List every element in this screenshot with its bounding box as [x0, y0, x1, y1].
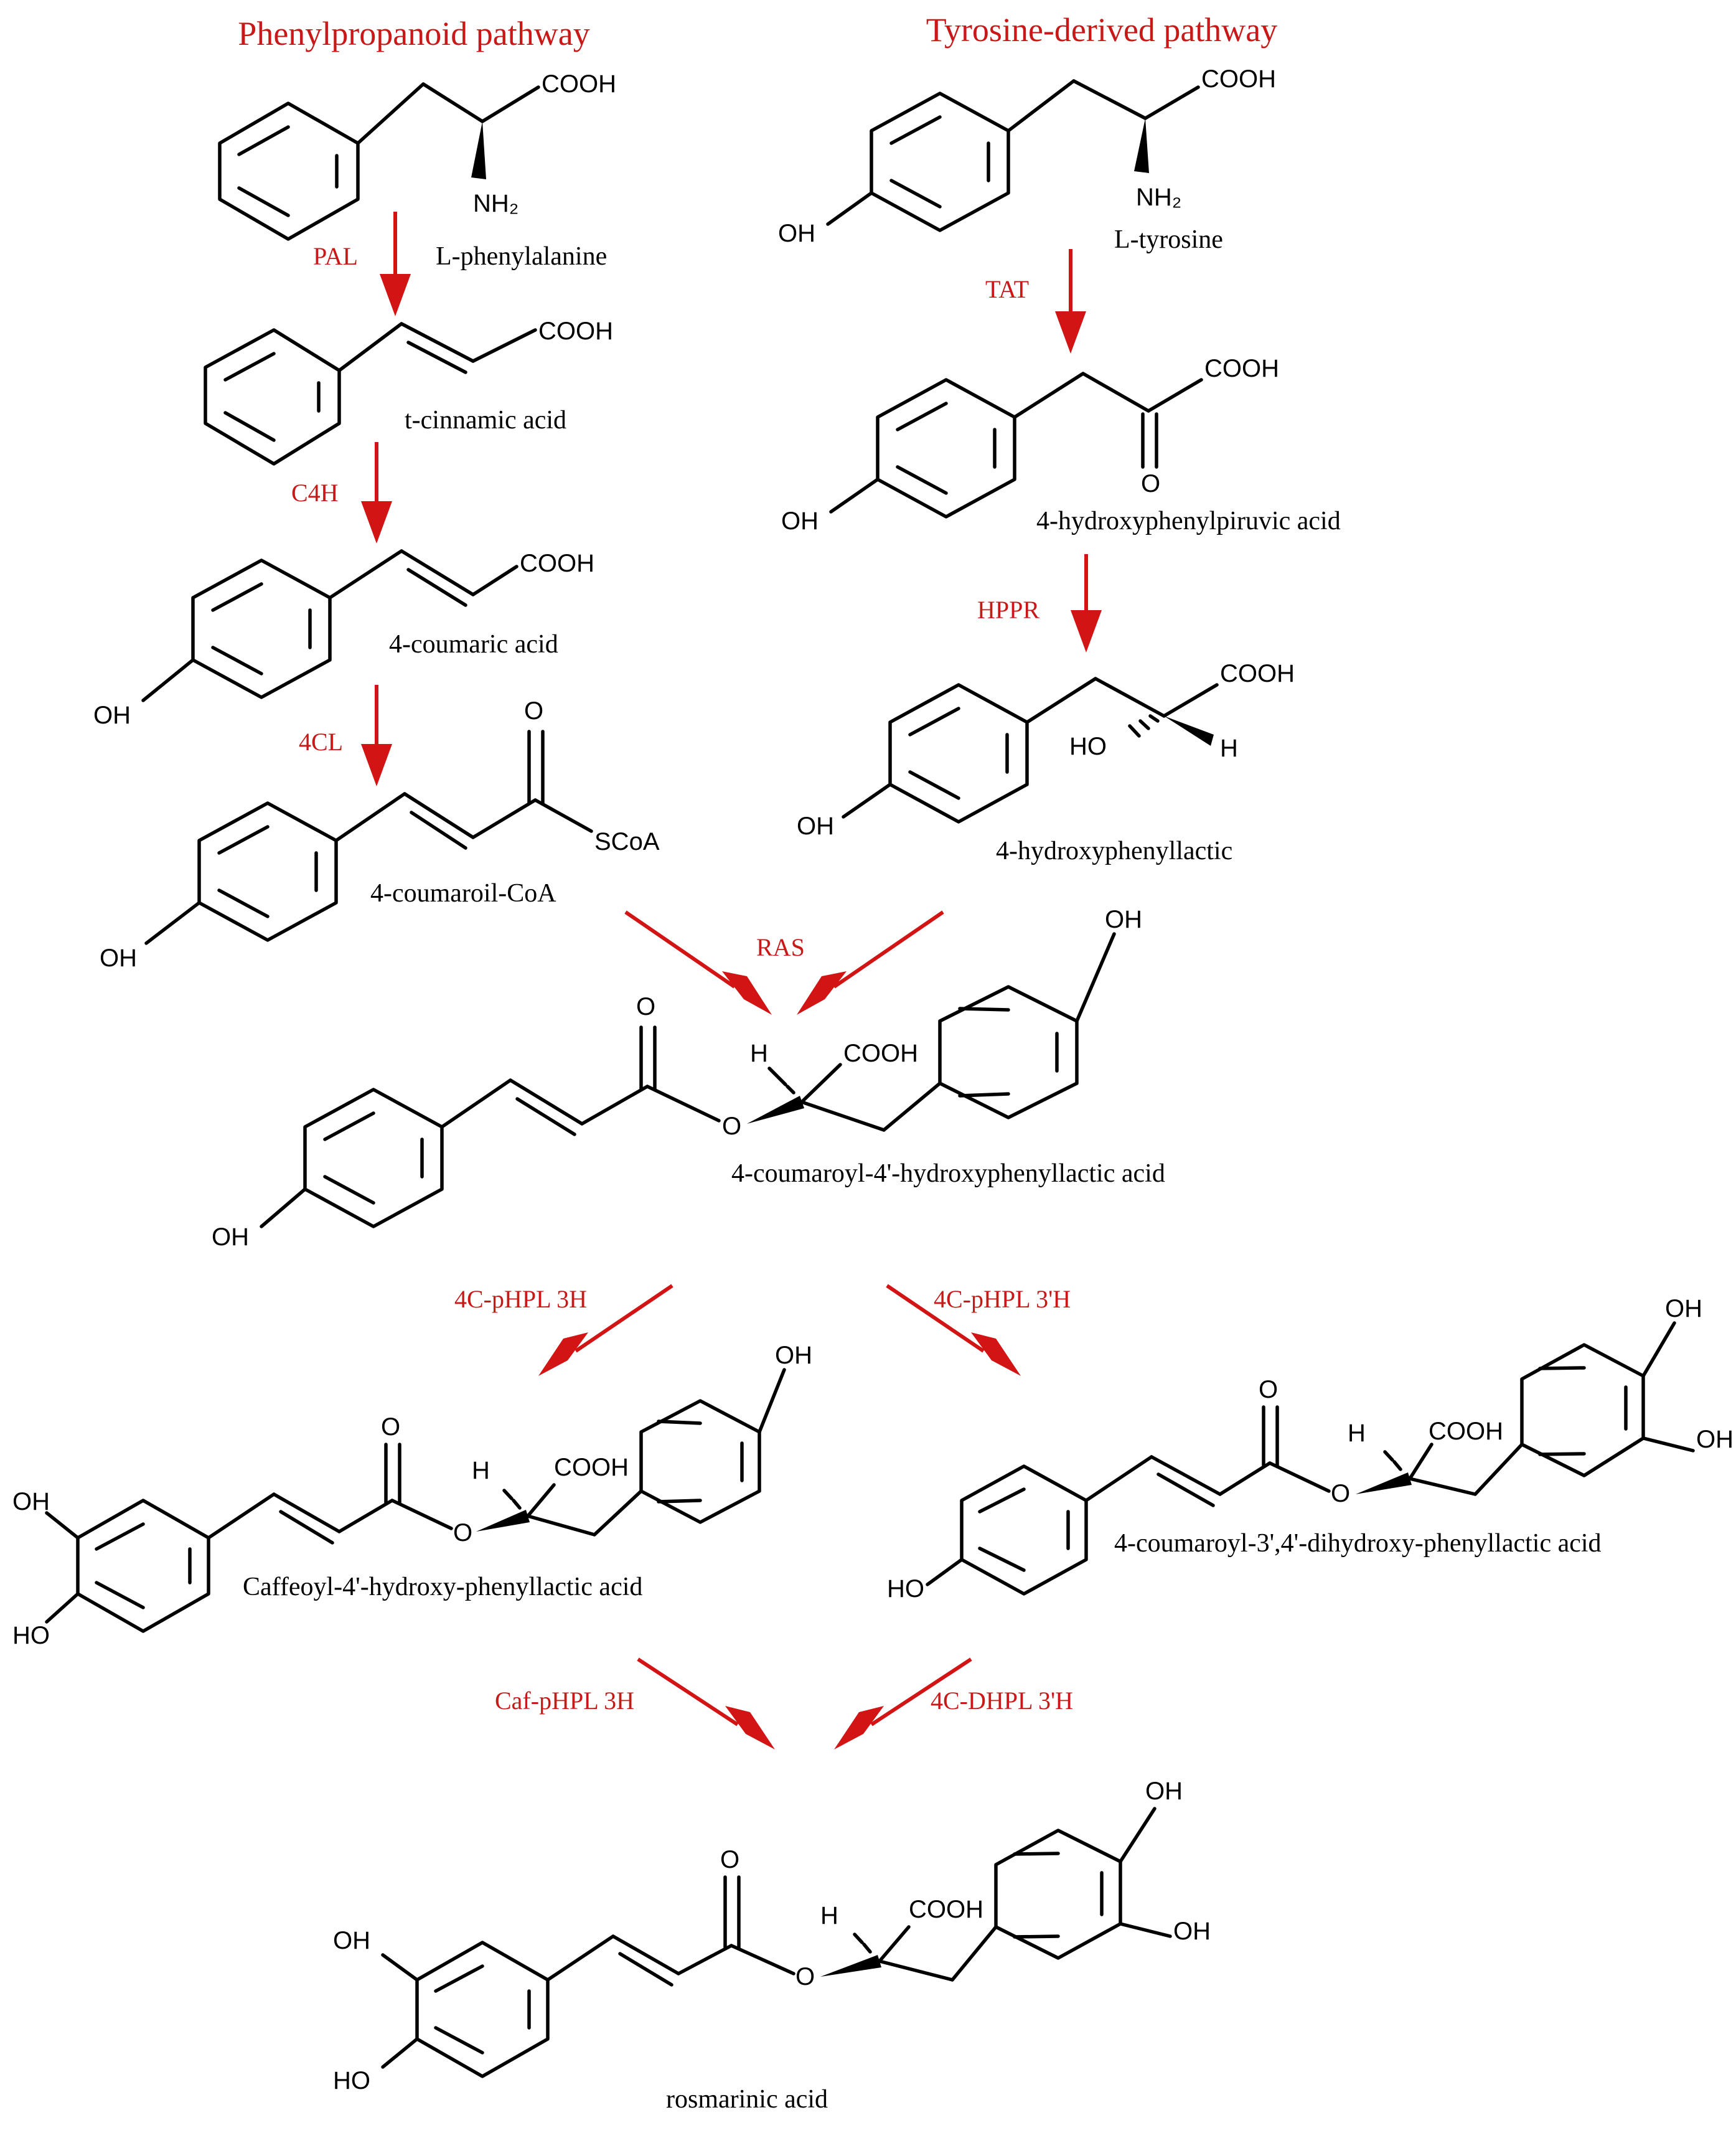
atom-o: O [720, 1846, 739, 1873]
structure-4-hydroxyphenyllactic: COOH HO H OH [797, 660, 1295, 840]
atom-h: H [1348, 1420, 1366, 1447]
atom-o: O [524, 697, 543, 725]
atom-cooh: COOH [1220, 660, 1295, 687]
enzyme-label-caf-phpl-3h: Caf-pHPL 3H [495, 1687, 634, 1715]
atom-cooh: COOH [542, 70, 616, 98]
atom-cooh: COOH [520, 550, 594, 577]
atom-nh2: NH₂ [1136, 184, 1181, 211]
atom-oh: OH [778, 220, 815, 247]
enzyme-label-4c-phpl-3h: 4C-pHPL 3H [454, 1285, 587, 1313]
reaction-arrow-4c-phpl-3h [538, 1284, 673, 1376]
atom-oh: OH [1696, 1426, 1734, 1453]
tyrosine-pathway-title: Tyrosine-derived pathway [926, 11, 1278, 49]
atom-cooh: COOH [554, 1454, 629, 1481]
reaction-arrow-hppr [1071, 554, 1102, 652]
structure-l-tyrosine: COOH NH₂ OH [778, 65, 1276, 247]
compound-label-t-cinnamic-acid: t-cinnamic acid [405, 406, 566, 435]
reaction-arrow-ras-left [624, 910, 772, 1015]
atom-oh: OH [100, 944, 137, 972]
enzyme-label-4c-dhpl-3ph: 4C-DHPL 3'H [931, 1687, 1073, 1715]
atom-o: O [453, 1519, 472, 1547]
atom-h: H [820, 1902, 838, 1929]
atom-oh: OH [1665, 1295, 1702, 1322]
atom-oh: OH [1105, 906, 1142, 933]
atom-h: H [750, 1040, 768, 1067]
atom-o: O [1331, 1480, 1350, 1507]
enzyme-label-tat: TAT [985, 275, 1029, 303]
compound-label-4-coumaric-acid: 4-coumaric acid [389, 630, 558, 659]
atom-o: O [795, 1963, 815, 1990]
structure-rosmarinic-acid: O O H COOH OH OH OH HO [333, 1778, 1211, 2094]
structure-4-coumaroil-coa: O SCoA OH [100, 697, 660, 972]
atom-o: O [381, 1413, 400, 1441]
reaction-arrow-tat [1055, 249, 1086, 354]
atom-cooh: COOH [1201, 65, 1276, 93]
atom-cooh: COOH [1204, 355, 1279, 382]
atom-cooh: COOH [1429, 1418, 1503, 1445]
compound-label-caffeoyl-hydroxy-phenyllactic-acid: Caffeoyl-4'-hydroxy-phenyllactic acid [243, 1573, 642, 1601]
atom-oh: OH [93, 702, 131, 729]
compound-label-4-hydroxyphenyllactic: 4-hydroxyphenyllactic [996, 837, 1232, 865]
reaction-arrow-caf-phpl-3h [637, 1657, 775, 1749]
compound-label-rosmarinic-acid: rosmarinic acid [666, 2085, 828, 2114]
atom-oh: OH [12, 1488, 50, 1515]
atom-h: H [1220, 735, 1238, 762]
atom-oh: OH [212, 1223, 249, 1251]
structure-caffeoyl-hydroxy-phenyllactic-acid: O O H COOH OH OH HO [12, 1342, 812, 1649]
atom-cooh: COOH [909, 1896, 983, 1923]
atom-oh: OH [1145, 1778, 1183, 1805]
structure-4-coumaric-acid: COOH OH [93, 549, 594, 729]
atom-ho: HO [12, 1622, 50, 1649]
compound-label-4-coumaroil-coa: 4-coumaroil-CoA [370, 879, 556, 908]
compound-label-l-phenylalanine: L-phenylalanine [436, 242, 607, 271]
enzyme-label-ras: RAS [756, 933, 805, 961]
enzyme-label-4cl: 4CL [299, 728, 343, 756]
structure-4-hydroxyphenylpiruvic-acid: COOH O OH [781, 355, 1279, 535]
atom-ho: HO [333, 2067, 370, 2094]
atom-o: O [636, 993, 655, 1020]
structure-4-coumaroyl-dihydroxy-phenyllactic-acid: O O H COOH OH OH HO [887, 1295, 1734, 1603]
reaction-arrow-4c-dhpl-3ph [834, 1657, 972, 1749]
reaction-arrow-ras-right [797, 910, 944, 1015]
reaction-arrow-4c-phpl-3ph [886, 1284, 1021, 1376]
enzyme-label-pal: PAL [313, 242, 358, 270]
reaction-arrow-4cl [361, 685, 392, 786]
atom-o: O [1259, 1376, 1278, 1403]
phenylpropanoid-pathway-title: Phenylpropanoid pathway [238, 15, 589, 52]
atom-o: O [1141, 470, 1160, 497]
atom-cooh: COOH [538, 318, 613, 345]
compound-label-4-coumaroyl-dihydroxy-phenyllactic-acid: 4-coumaroyl-3',4'-dihydroxy-phenyllactic… [1114, 1529, 1602, 1558]
structure-4-coumaroyl-4-hydroxyphenyllactic-acid: O O H COOH OH OH [212, 906, 1142, 1251]
enzyme-label-4c-phpl-3ph: 4C-pHPL 3'H [934, 1285, 1071, 1313]
reaction-arrow-c4h [361, 442, 392, 544]
enzyme-label-c4h: C4H [291, 479, 339, 507]
reaction-arrow-pal [380, 212, 411, 316]
atom-o: O [722, 1113, 741, 1140]
compound-label-4-coumaroyl-4-hydroxyphenyllactic-acid: 4-coumaroyl-4'-hydroxyphenyllactic acid [731, 1159, 1165, 1188]
enzyme-label-hppr: HPPR [977, 596, 1039, 624]
compound-label-l-tyrosine: L-tyrosine [1114, 225, 1223, 254]
atom-oh: OH [1173, 1918, 1211, 1945]
atom-h: H [472, 1457, 490, 1484]
atom-nh2: NH₂ [473, 190, 518, 217]
atom-ho: HO [887, 1575, 924, 1603]
structure-l-phenylalanine: COOH NH₂ [218, 70, 616, 241]
structure-t-cinnamic-acid: COOH [204, 318, 613, 466]
atom-oh: OH [797, 812, 834, 840]
atom-oh: OH [333, 1927, 370, 1954]
atom-cooh: COOH [843, 1040, 918, 1067]
atom-oh: OH [781, 507, 819, 535]
compound-label-4-hydroxyphenylpiruvic-acid: 4-hydroxyphenylpiruvic acid [1036, 507, 1341, 535]
atom-oh: OH [775, 1342, 812, 1369]
atom-scoa: SCoA [594, 828, 660, 855]
atom-ho: HO [1069, 733, 1107, 760]
